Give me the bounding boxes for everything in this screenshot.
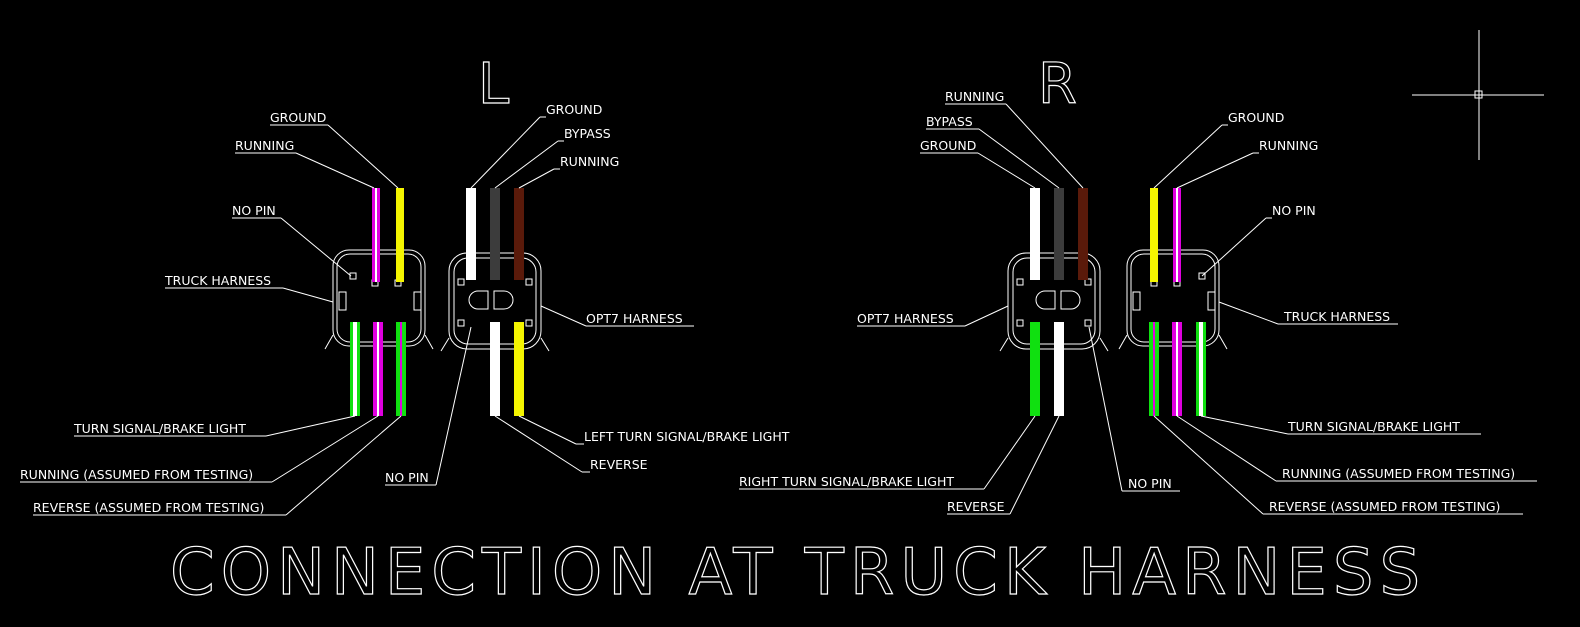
label-right-truck-harness: TRUCK HARNESS	[1283, 309, 1390, 324]
label-left-left-turn: LEFT TURN SIGNAL/BRAKE LIGHT	[584, 429, 790, 444]
label-left-ground-b: GROUND	[546, 102, 602, 117]
label-left-opt7-harness: OPT7 HARNESS	[586, 311, 683, 326]
left-opt7-left-turn-wire	[514, 322, 524, 416]
label-left-no-pin-bottom: NO PIN	[385, 470, 429, 485]
label-right-ground-a: GROUND	[920, 138, 976, 153]
diagram-title: CONNECTION AT TRUCK HARNESS	[170, 536, 1426, 610]
left-opt7-ground-wire	[466, 188, 476, 280]
label-right-running-assumed: RUNNING (ASSUMED FROM TESTING)	[1282, 466, 1515, 481]
left-opt7-reverse-wire	[490, 322, 500, 416]
label-right-running-a: RUNNING	[945, 89, 1004, 104]
label-right-ground-b: GROUND	[1228, 110, 1284, 125]
label-right-opt7-harness: OPT7 HARNESS	[857, 311, 954, 326]
right-opt7-reverse-wire	[1054, 322, 1064, 416]
right-opt7-running-wire	[1078, 188, 1088, 280]
left-side-label: L	[478, 52, 509, 117]
right-side-label: R	[1038, 52, 1077, 117]
right-opt7-right-turn-wire	[1030, 322, 1040, 416]
label-right-reverse-assumed: REVERSE (ASSUMED FROM TESTING)	[1269, 499, 1500, 514]
label-left-reverse-assumed: REVERSE (ASSUMED FROM TESTING)	[33, 500, 264, 515]
crosshair-icon	[1412, 30, 1544, 160]
left-truck-ground-wire	[396, 188, 404, 282]
left-opt7-running-wire	[514, 188, 524, 280]
label-left-running-a: RUNNING	[235, 138, 294, 153]
label-left-running-b: RUNNING	[560, 154, 619, 169]
label-left-truck-harness: TRUCK HARNESS	[164, 273, 271, 288]
label-right-turn-signal: TURN SIGNAL/BRAKE LIGHT	[1287, 419, 1460, 434]
right-truck-ground-wire	[1150, 188, 1158, 282]
right-opt7-ground-wire	[1030, 188, 1040, 280]
label-left-ground-a: GROUND	[270, 110, 326, 125]
right-opt7-bypass-wire	[1054, 188, 1064, 280]
label-left-running-assumed: RUNNING (ASSUMED FROM TESTING)	[20, 467, 253, 482]
label-left-reverse: REVERSE	[590, 457, 648, 472]
label-right-running-b: RUNNING	[1259, 138, 1318, 153]
label-left-turn-signal: TURN SIGNAL/BRAKE LIGHT	[73, 421, 246, 436]
label-left-no-pin-top: NO PIN	[232, 203, 276, 218]
label-right-no-pin-bottom: NO PIN	[1128, 476, 1172, 491]
left-opt7-bypass-wire	[490, 188, 500, 280]
label-right-bypass: BYPASS	[926, 114, 973, 129]
label-right-reverse: REVERSE	[947, 499, 1005, 514]
label-right-right-turn: RIGHT TURN SIGNAL/BRAKE LIGHT	[739, 474, 954, 489]
label-left-bypass: BYPASS	[564, 126, 611, 141]
label-right-no-pin-top: NO PIN	[1272, 203, 1316, 218]
